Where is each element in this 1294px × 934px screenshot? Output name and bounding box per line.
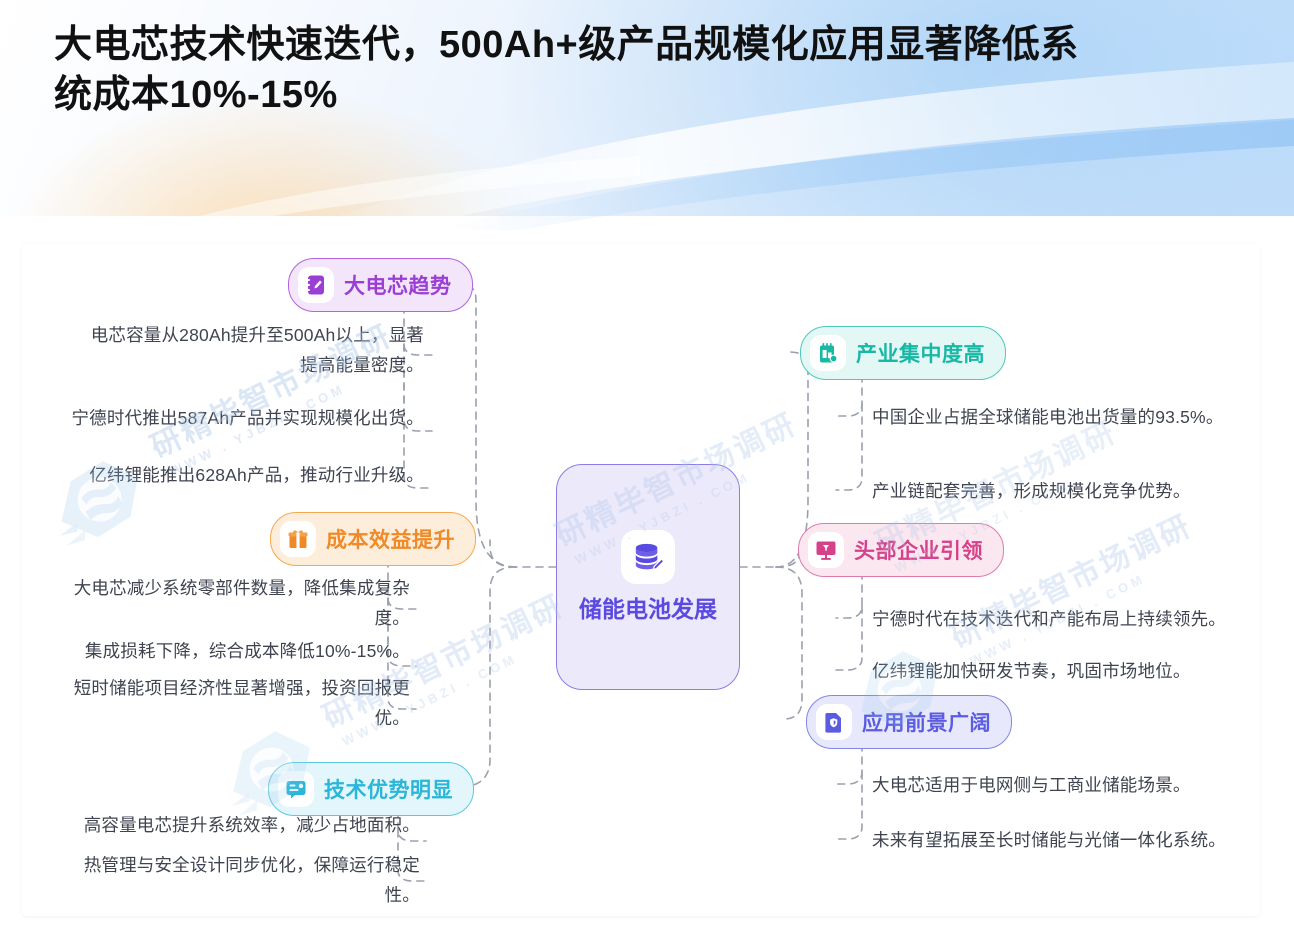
leaf-text: 亿纬锂能推出628Ah产品，推动行业升级。 (89, 465, 424, 485)
leaf-text: 中国企业占据全球储能电池出货量的93.5%。 (872, 407, 1224, 427)
leaf-text: 高容量电芯提升系统效率，减少占地面积。 (83, 815, 420, 835)
database-icon (621, 529, 675, 584)
gift-icon (280, 521, 316, 557)
branch-node-industry-concentration[interactable]: 产业集中度高 (800, 326, 1006, 380)
page-title: 大电芯技术快速迭代，500Ah+级产品规模化应用显著降低系 统成本10%-15% (54, 20, 1234, 120)
center-node-label: 储能电池发展 (579, 595, 717, 622)
branch-node-application-prospects[interactable]: 应用前景广阔 (806, 695, 1012, 749)
branch-label: 成本效益提升 (326, 529, 455, 552)
branch-node-big-cell-trend[interactable]: 大电芯趋势 (288, 258, 473, 312)
leaf-text: 亿纬锂能加快研发节奏，巩固市场地位。 (872, 661, 1191, 681)
leaf-text: 集成损耗下降，综合成本降低10%-15%。 (84, 641, 410, 661)
leaf-text: 大电芯减少系统零部件数量，降低集成复杂 度。 (73, 578, 410, 628)
chat-card-icon (278, 771, 314, 807)
branch-node-cost-benefit[interactable]: 成本效益提升 (270, 512, 476, 566)
page-title-line-1: 大电芯技术快速迭代，500Ah+级产品规模化应用显著降低系 (54, 24, 1079, 66)
branch-node-leading-enterprises[interactable]: 头部企业引领 (798, 523, 1004, 577)
leaf-text: 大电芯适用于电网侧与工商业储能场景。 (872, 775, 1191, 795)
branch-label: 产业集中度高 (856, 343, 985, 366)
leaf-text: 未来有望拓展至长时储能与光储一体化系统。 (872, 830, 1226, 850)
leaf-text: 短时储能项目经济性显著增强，投资回报更 优。 (73, 678, 410, 728)
monitor-icon (808, 532, 844, 568)
leaf-text: 电芯容量从280Ah提升至500Ah以上，显著 提高能量密度。 (90, 325, 424, 375)
center-node-energy-storage-battery[interactable]: 储能电池发展 (556, 464, 740, 690)
branch-label: 技术优势明显 (324, 779, 453, 802)
notebook-pen-icon (298, 267, 334, 303)
page-title-line-2: 统成本10%-15% (54, 74, 338, 116)
leaf-text: 宁德时代推出587Ah产品并实现规模化出货。 (71, 408, 424, 428)
leaf-text: 宁德时代在技术迭代和产能布局上持续领先。 (872, 609, 1226, 629)
branch-label: 头部企业引领 (854, 540, 983, 563)
branch-label: 应用前景广阔 (862, 712, 991, 735)
leaf-text: 热管理与安全设计同步优化，保障运行稳定 性。 (83, 855, 420, 905)
branch-label: 大电芯趋势 (344, 275, 452, 298)
leaf-text: 产业链配套完善，形成规模化竞争优势。 (872, 481, 1191, 501)
document-shield-icon (816, 704, 852, 740)
branch-node-tech-advantage[interactable]: 技术优势明显 (268, 762, 474, 816)
calendar-building-icon (810, 335, 846, 371)
